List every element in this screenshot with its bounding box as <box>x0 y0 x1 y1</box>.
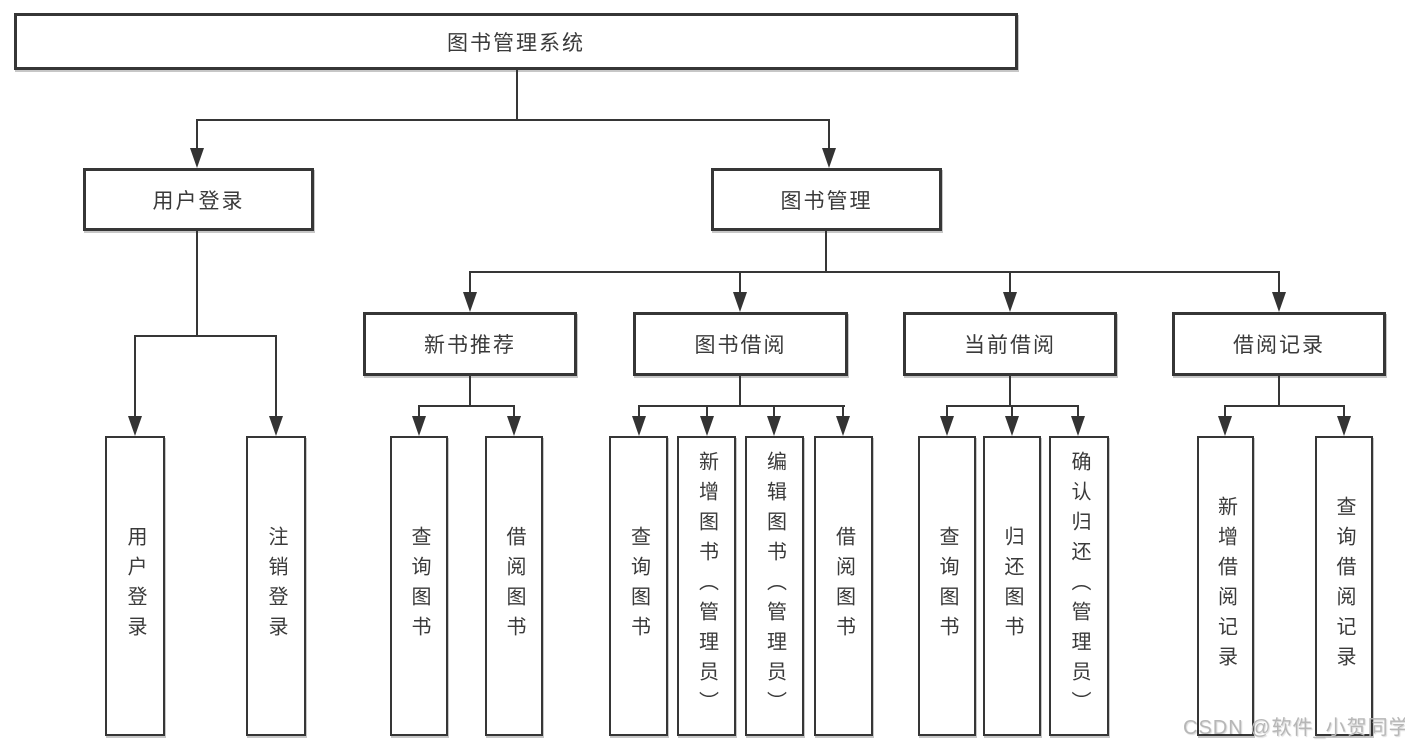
arrowhead-down <box>822 148 836 168</box>
leaf-label: 查询借阅记录 <box>1333 496 1355 676</box>
leaf-edit-book-admin: 编辑图书（管理员） <box>745 436 804 736</box>
leaf-user-login: 用户登录 <box>105 436 165 736</box>
leaf-add-book-admin: 新增图书（管理员） <box>677 436 736 736</box>
node-label: 图书借阅 <box>694 334 787 357</box>
connector-line <box>946 406 948 418</box>
node-label: 借阅记录 <box>1233 334 1325 357</box>
connector-line <box>773 406 775 418</box>
leaf-query-books-current: 查询图书 <box>918 436 976 736</box>
arrowhead-down <box>1218 416 1232 436</box>
leaf-borrow-books-recommend: 借阅图书 <box>485 436 543 736</box>
connector-line <box>825 231 827 273</box>
arrowhead-down <box>1003 292 1017 312</box>
arrowhead-down <box>767 416 781 436</box>
connector-line <box>706 406 708 418</box>
leaf-label: 借阅图书 <box>503 526 525 646</box>
connector-line <box>513 406 515 418</box>
connector-line <box>1009 376 1011 406</box>
arrowhead-down <box>128 416 142 436</box>
connector-line <box>418 405 515 407</box>
connector-line <box>469 272 471 294</box>
connector-line <box>134 336 136 418</box>
connector-line <box>469 271 1280 273</box>
node-user-login: 用户登录 <box>83 168 314 231</box>
connector-line <box>828 120 830 150</box>
node-label: 用户登录 <box>152 189 245 213</box>
leaf-query-books-recommend: 查询图书 <box>390 436 448 736</box>
arrowhead-down <box>269 416 283 436</box>
arrowhead-down <box>412 416 426 436</box>
arrowhead-down <box>836 416 850 436</box>
connector-line <box>739 272 741 294</box>
arrowhead-down <box>190 148 204 168</box>
watermark-text: CSDN @软件_小贺同学 <box>1183 717 1405 739</box>
leaf-label: 查询图书 <box>936 526 958 646</box>
connector-line <box>1011 406 1013 418</box>
connector-line <box>638 406 640 418</box>
connector-line <box>418 406 420 418</box>
node-root-label: 图书管理系统 <box>447 31 585 55</box>
node-root: 图书管理系统 <box>14 13 1018 70</box>
connector-line <box>196 120 198 150</box>
leaf-borrow-books: 借阅图书 <box>814 436 873 736</box>
node-new-book-recommend: 新书推荐 <box>363 312 577 376</box>
arrowhead-down <box>1071 416 1085 436</box>
leaf-label: 借阅图书 <box>832 526 855 646</box>
leaf-label: 确认归还（管理员） <box>1068 451 1090 721</box>
leaf-label: 新增图书（管理员） <box>695 451 718 721</box>
connector-line <box>842 406 844 418</box>
connector-line <box>739 376 741 406</box>
connector-line <box>638 405 845 407</box>
leaf-query-books-borrow: 查询图书 <box>609 436 668 736</box>
connector-line <box>516 70 518 120</box>
leaf-add-borrow-record: 新增借阅记录 <box>1197 436 1254 736</box>
node-book-management: 图书管理 <box>711 168 942 231</box>
connector-line <box>275 336 277 418</box>
connector-line <box>134 335 277 337</box>
connector-line <box>1009 272 1011 294</box>
leaf-confirm-return-admin: 确认归还（管理员） <box>1049 436 1109 736</box>
connector-line <box>196 231 198 337</box>
leaf-logout: 注销登录 <box>246 436 306 736</box>
arrowhead-down <box>1337 416 1351 436</box>
arrowhead-down <box>632 416 646 436</box>
arrowhead-down <box>1272 292 1286 312</box>
leaf-label: 编辑图书（管理员） <box>763 451 786 721</box>
leaf-query-borrow-record: 查询借阅记录 <box>1315 436 1373 736</box>
leaf-label: 查询图书 <box>627 526 650 646</box>
leaf-label: 注销登录 <box>265 526 287 646</box>
arrowhead-down <box>733 292 747 312</box>
node-book-borrow: 图书借阅 <box>633 312 848 376</box>
arrowhead-down <box>463 292 477 312</box>
node-label: 当前借阅 <box>964 334 1056 357</box>
connector-line <box>1224 406 1226 418</box>
node-current-borrow: 当前借阅 <box>903 312 1117 376</box>
arrowhead-down <box>940 416 954 436</box>
connector-line <box>1343 406 1345 418</box>
connector-line <box>1224 405 1345 407</box>
arrowhead-down <box>700 416 714 436</box>
connector-line <box>1278 272 1280 294</box>
node-label: 新书推荐 <box>424 334 516 357</box>
connector-line <box>1077 406 1079 418</box>
arrowhead-down <box>507 416 521 436</box>
leaf-label: 用户登录 <box>124 526 146 646</box>
node-borrow-records: 借阅记录 <box>1172 312 1386 376</box>
connector-line <box>196 119 830 121</box>
leaf-label: 新增借阅记录 <box>1214 496 1237 676</box>
connector-line <box>1278 376 1280 406</box>
arrowhead-down <box>1005 416 1019 436</box>
leaf-return-book: 归还图书 <box>983 436 1041 736</box>
leaf-label: 查询图书 <box>408 526 430 646</box>
leaf-label: 归还图书 <box>1001 526 1023 646</box>
connector-line <box>469 376 471 407</box>
node-label: 图书管理 <box>780 189 873 213</box>
